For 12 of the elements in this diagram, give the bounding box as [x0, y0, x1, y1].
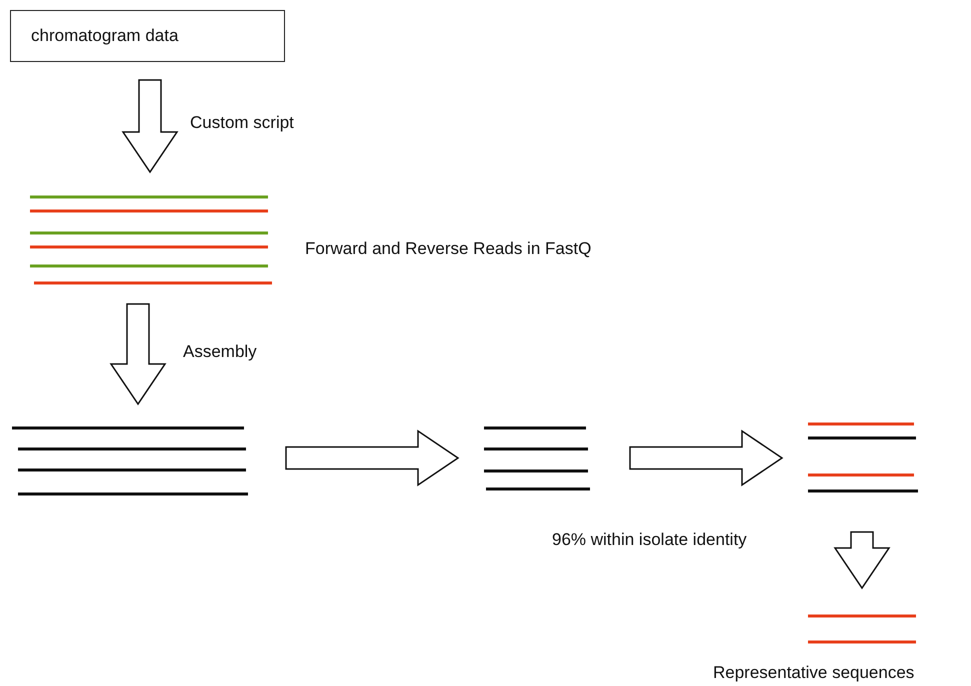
block-arrow	[834, 531, 890, 590]
caption-text: Forward and Reverse Reads in FastQ	[305, 238, 592, 260]
block-arrow	[110, 303, 166, 406]
sequence-lines-drawing	[806, 612, 918, 646]
process-box: chromatogram data	[10, 10, 285, 62]
sequence-lines-drawing	[482, 424, 592, 492]
caption-text: Representative sequences	[713, 662, 914, 684]
block-arrow	[285, 430, 460, 486]
block-arrow	[629, 430, 784, 486]
block-arrow	[122, 79, 178, 174]
sequence-lines-drawing	[12, 424, 248, 498]
sequence-lines-drawing	[806, 420, 918, 494]
